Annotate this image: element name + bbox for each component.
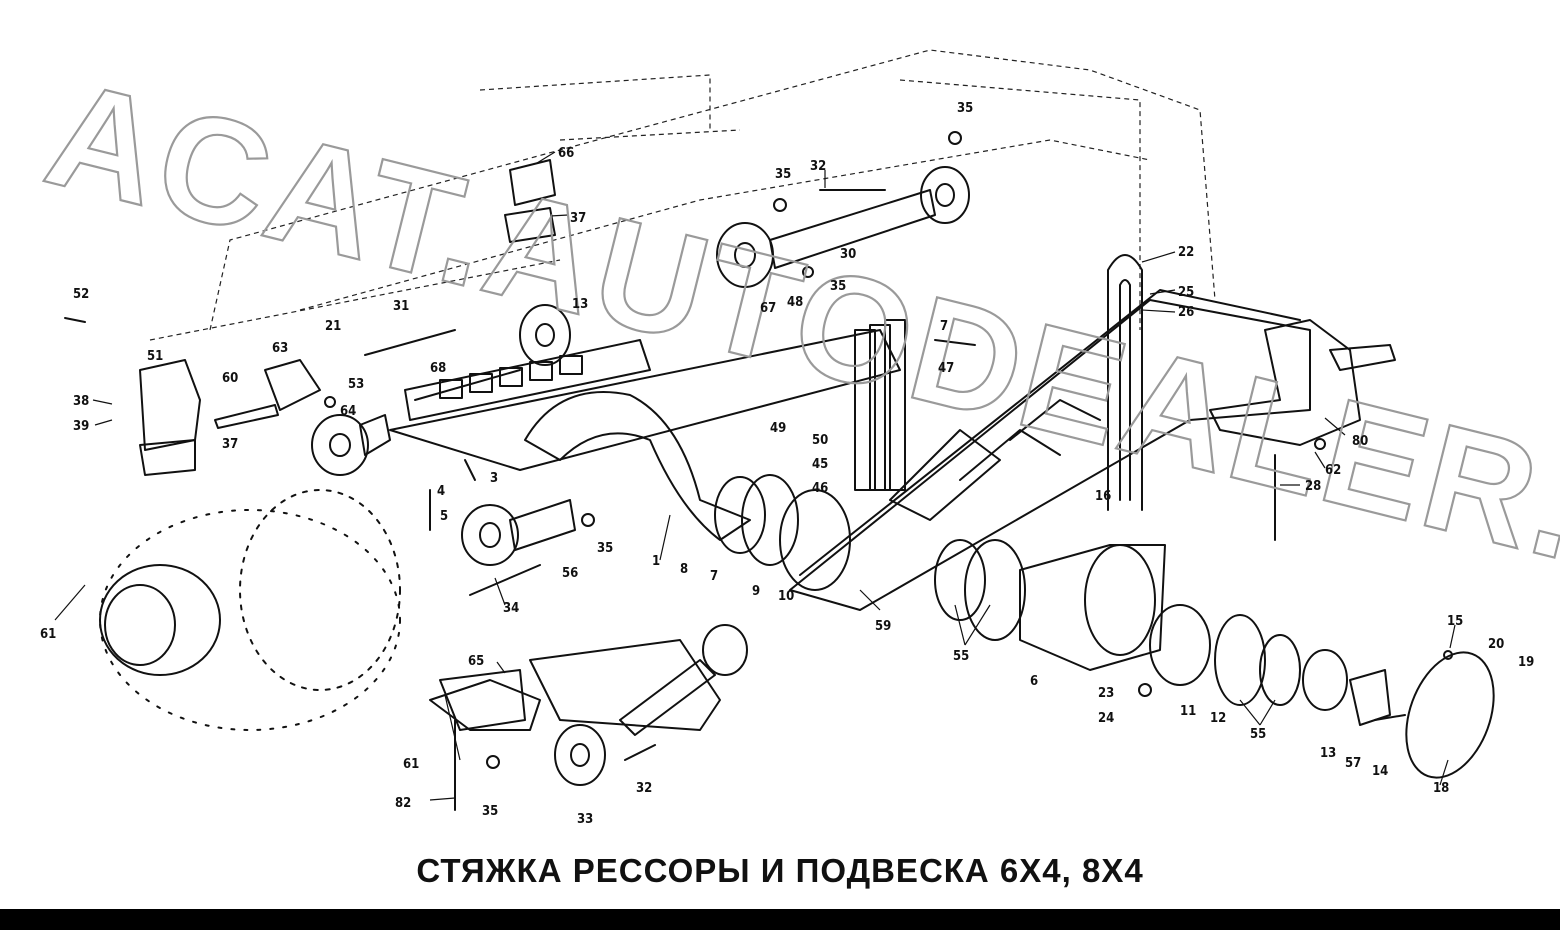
callout: 60 (222, 371, 238, 386)
callout: 4 (437, 484, 445, 499)
callout: 55 (953, 649, 969, 664)
callout: 35 (830, 279, 846, 294)
bushing-13 (519, 304, 571, 366)
callout: 59 (875, 619, 891, 634)
bottom-bar (0, 909, 1560, 930)
callout: 47 (938, 361, 954, 376)
callout: 35 (957, 101, 973, 116)
lower-axle (439, 639, 721, 731)
callout: 38 (73, 394, 89, 409)
bushing-64 (311, 414, 391, 476)
callout: 15 (1447, 614, 1463, 629)
callout: 56 (562, 566, 578, 581)
callout: 61 (40, 627, 56, 642)
wheel-hub-left (99, 489, 401, 731)
watermark: ACAT.AUTODEALER.RU (32, 48, 1560, 646)
callout: 39 (73, 419, 89, 434)
callout: 62 (1325, 463, 1341, 478)
callout: 64 (340, 404, 356, 419)
callout: 63 (272, 341, 288, 356)
callout: 55 (1250, 727, 1266, 742)
callout: 11 (1180, 704, 1196, 719)
bracket-63 (214, 359, 321, 429)
callout: 8 (680, 562, 688, 577)
callout: 52 (73, 287, 89, 302)
callout: 23 (1098, 686, 1114, 701)
callout: 5 (440, 509, 448, 524)
callout: 61 (403, 757, 419, 772)
callout: 80 (1352, 434, 1368, 449)
callout: 24 (1098, 711, 1114, 726)
torque-rod-33 (554, 624, 748, 786)
bracket-51 (139, 359, 201, 476)
callout: 46 (812, 481, 828, 496)
callout: 7 (940, 319, 948, 334)
callout: 32 (810, 159, 826, 174)
callout: 19 (1518, 655, 1534, 670)
callout: 18 (1433, 781, 1449, 796)
callout: 37 (222, 437, 238, 452)
callout: 9 (752, 584, 760, 599)
callout: 34 (503, 601, 519, 616)
leaf-spring (789, 289, 1311, 611)
callout: 35 (482, 804, 498, 819)
torque-rod-56 (461, 499, 576, 566)
callout: 10 (778, 589, 794, 604)
u-bolt-22 (1107, 254, 1143, 511)
callout: 6 (1030, 674, 1038, 689)
bushings-11-12-55 (934, 539, 1348, 711)
callout: 14 (1372, 764, 1388, 779)
torque-rod-30 (716, 166, 970, 288)
callout: 53 (348, 377, 364, 392)
nuts (324, 131, 1453, 769)
callout: 68 (430, 361, 446, 376)
callout: 48 (787, 295, 803, 310)
callout: 32 (636, 781, 652, 796)
callout: 35 (597, 541, 613, 556)
bracket-61-lower (429, 679, 541, 731)
shims-45-46 (854, 319, 906, 491)
frame-outline (149, 49, 1216, 341)
callout: 25 (1178, 285, 1194, 300)
callout: 3 (490, 471, 498, 486)
callout: 82 (395, 796, 411, 811)
callout: 66 (558, 146, 574, 161)
bolts (64, 189, 1406, 811)
callout: 45 (812, 457, 828, 472)
page-title: СТЯЖКА РЕССОРЫ И ПОДВЕСКА 6X4, 8X4 (416, 852, 1144, 889)
callout: 35 (775, 167, 791, 182)
crossmember-1 (524, 391, 851, 591)
callout: 28 (1305, 479, 1321, 494)
leader-lines (54, 151, 1456, 801)
callout: 12 (1210, 711, 1226, 726)
callout: 50 (812, 433, 828, 448)
callout: 57 (1345, 756, 1361, 771)
callout: 49 (770, 421, 786, 436)
callout: 67 (760, 301, 776, 316)
callout: 7 (710, 569, 718, 584)
callout: 13 (1320, 746, 1336, 761)
callout: 22 (1178, 245, 1194, 260)
callout: 13 (572, 297, 588, 312)
callouts: 35 66 32 37 35 30 22 25 26 67 48 35 52 2… (40, 101, 1534, 827)
callout: 21 (325, 319, 341, 334)
end-bracket-80 (1209, 319, 1396, 446)
spacer-66-37 (504, 159, 556, 243)
callout: 30 (840, 247, 856, 262)
callout: 33 (577, 812, 593, 827)
callout: 16 (1095, 489, 1111, 504)
callout: 51 (147, 349, 163, 364)
callout: 65 (468, 654, 484, 669)
callout: 31 (393, 299, 409, 314)
callout: 26 (1178, 305, 1194, 320)
callout: 37 (570, 211, 586, 226)
callout: 20 (1488, 637, 1504, 652)
cover-18 (1349, 651, 1495, 779)
bracket-6 (1019, 544, 1166, 671)
callout: 1 (652, 554, 660, 569)
